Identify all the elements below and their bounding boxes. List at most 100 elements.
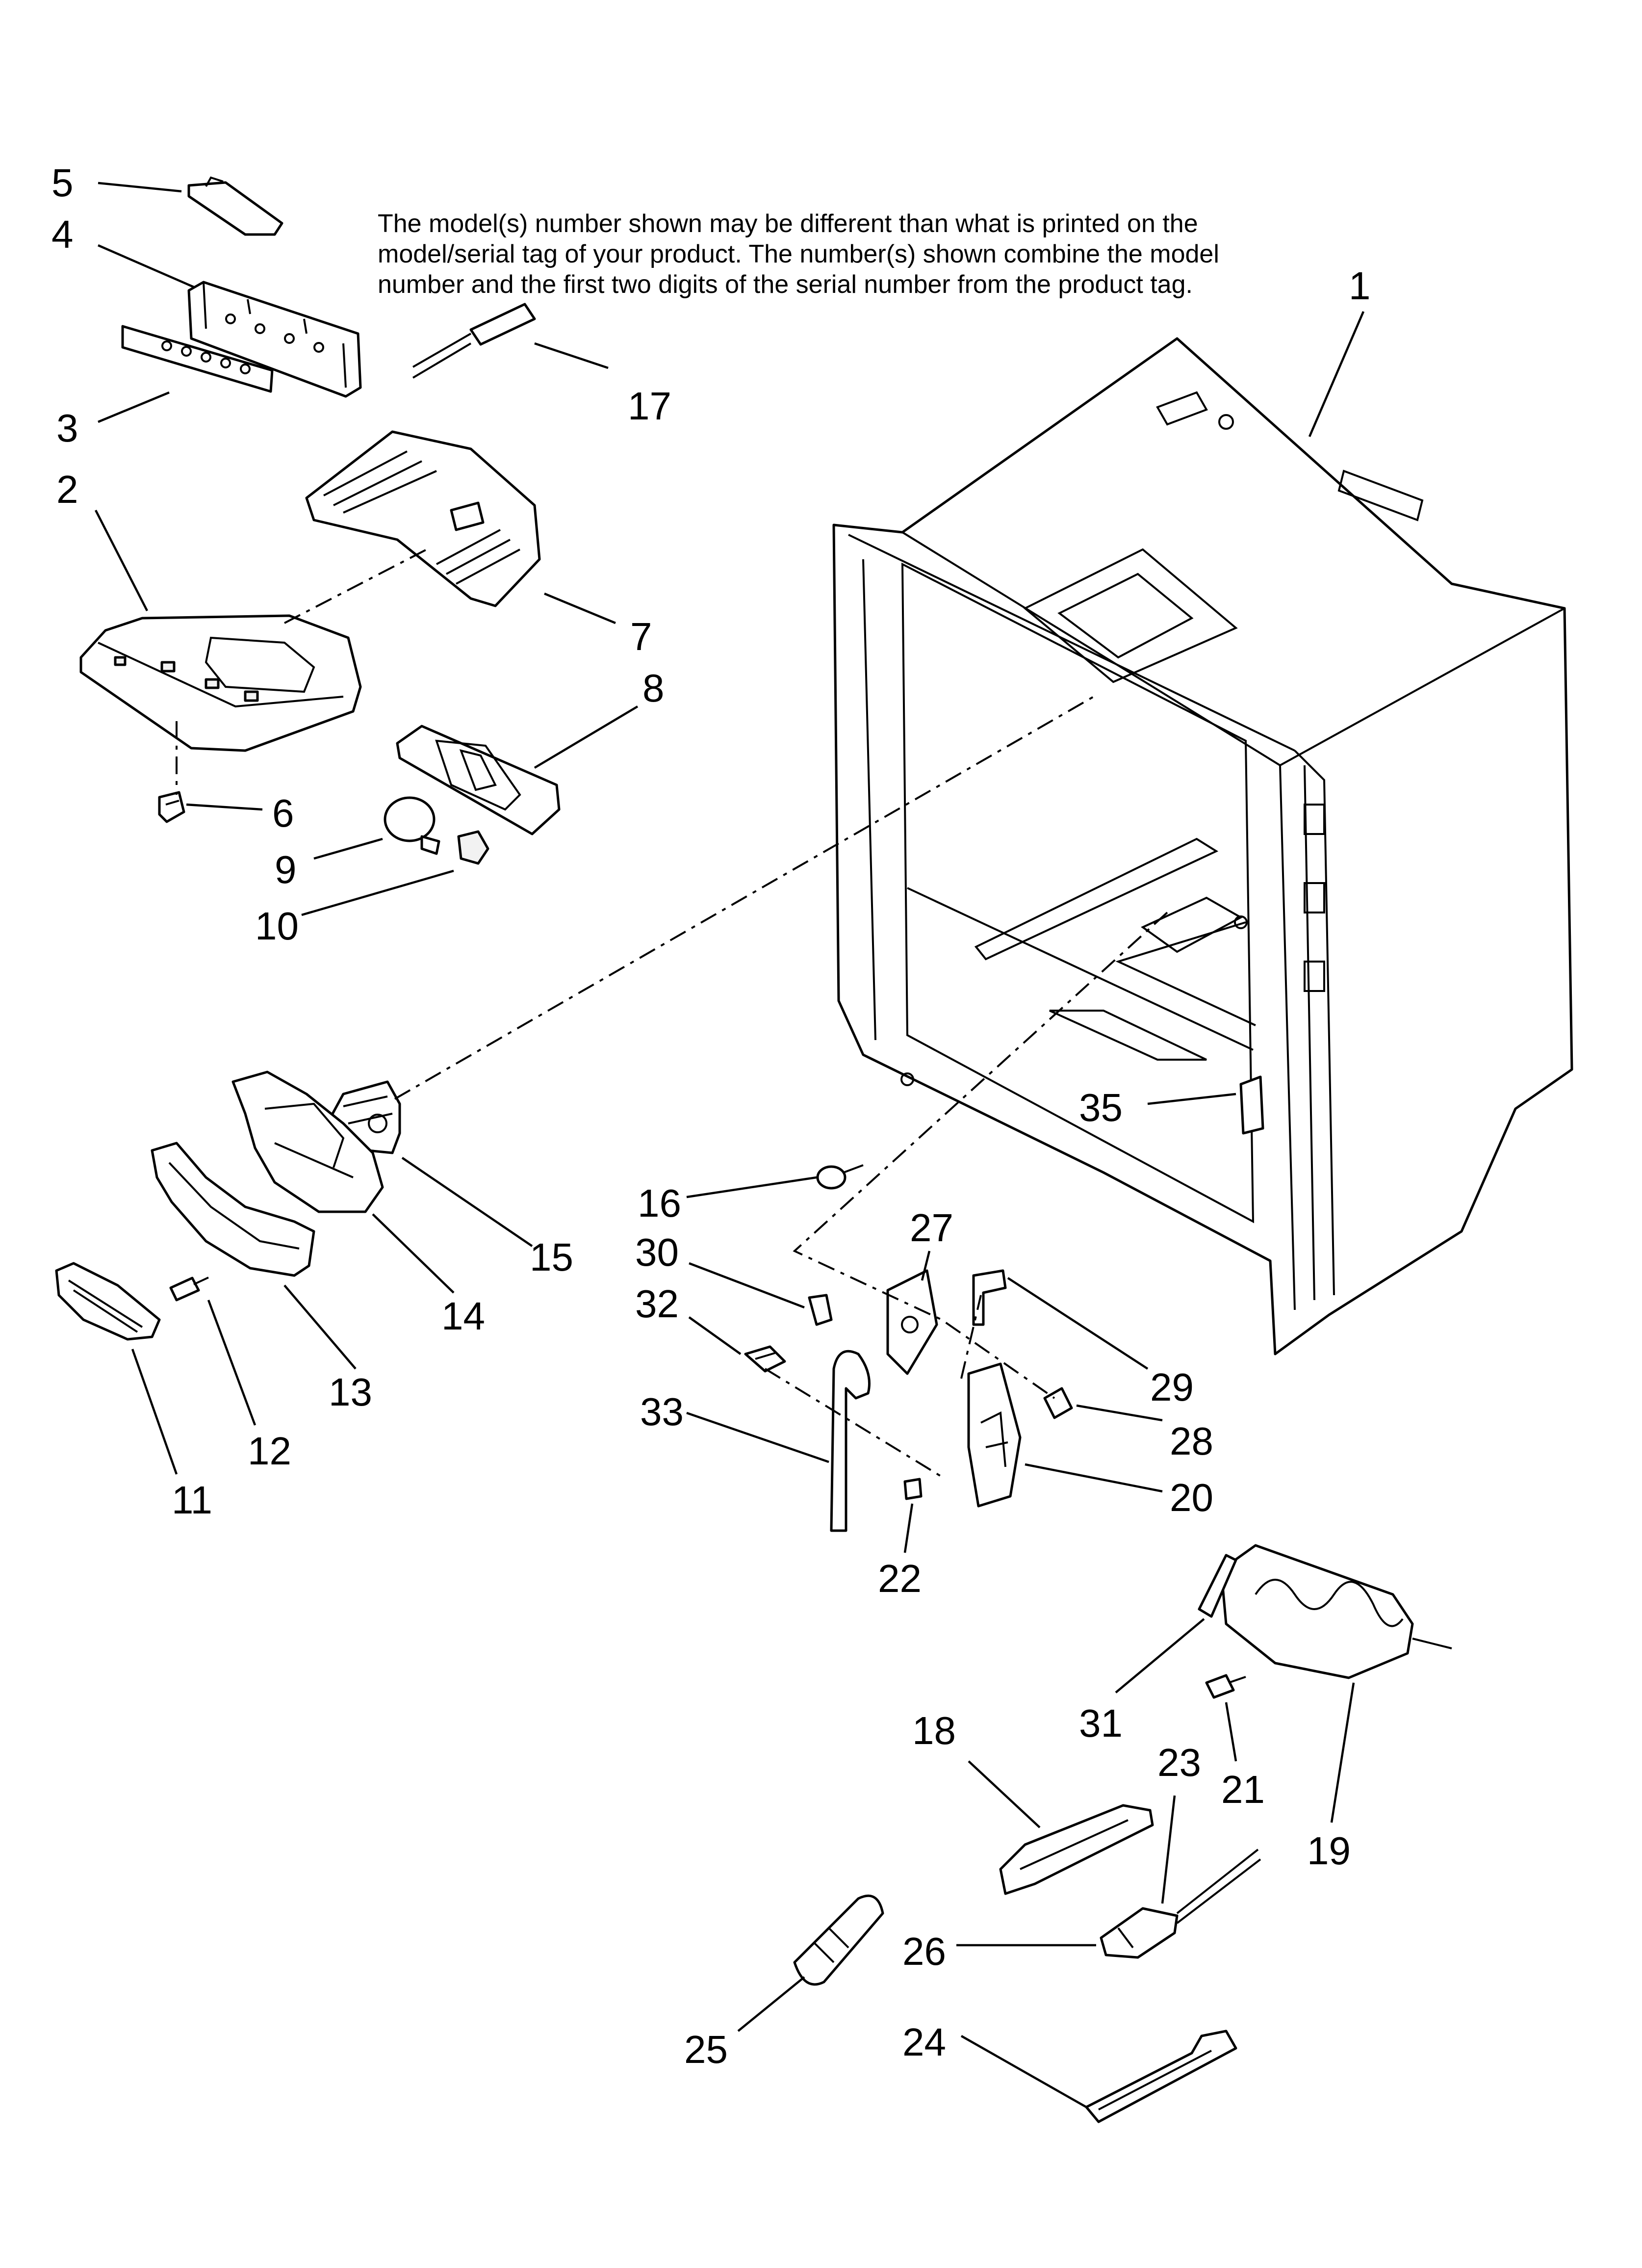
callout-30: 30 bbox=[635, 1230, 679, 1274]
callout-2: 2 bbox=[56, 468, 78, 511]
leader-23 bbox=[1161, 1795, 1176, 1904]
leader-11 bbox=[131, 1349, 178, 1475]
leader-1 bbox=[1308, 311, 1365, 437]
part-31-drawing bbox=[1198, 1554, 1237, 1618]
callout-15: 15 bbox=[530, 1235, 573, 1279]
callout-27: 27 bbox=[910, 1206, 953, 1250]
part-1-liner-drawing bbox=[832, 337, 1573, 1356]
leader-14 bbox=[372, 1213, 455, 1294]
part-17-drawing bbox=[412, 303, 536, 379]
leader-18 bbox=[968, 1760, 1041, 1828]
part-23-drawing bbox=[1176, 1849, 1261, 1924]
part-16-drawing bbox=[816, 1164, 864, 1190]
notice-line-3: number and the first two digits of the s… bbox=[378, 270, 1193, 299]
callout-18: 18 bbox=[912, 1709, 956, 1752]
part-27-drawing bbox=[886, 1269, 938, 1375]
callout-32: 32 bbox=[635, 1282, 679, 1326]
part-26-drawing bbox=[1100, 1907, 1179, 1959]
part-13-drawing bbox=[151, 1142, 315, 1277]
leader-28 bbox=[1076, 1404, 1163, 1422]
leader-6 bbox=[186, 803, 263, 811]
part-2-drawing bbox=[79, 614, 362, 752]
leader-22 bbox=[903, 1503, 914, 1553]
part-4-drawing bbox=[187, 281, 362, 398]
callout-22: 22 bbox=[878, 1557, 922, 1600]
callout-4: 4 bbox=[51, 212, 74, 256]
callout-24: 24 bbox=[902, 2020, 946, 2064]
model-number-notice: The model(s) number shown may be differe… bbox=[378, 209, 1432, 300]
callout-29: 29 bbox=[1150, 1365, 1194, 1409]
callout-21: 21 bbox=[1221, 1768, 1265, 1811]
callout-13: 13 bbox=[329, 1370, 372, 1414]
callout-26: 26 bbox=[902, 1929, 946, 1973]
callout-numbers: 5 4 3 2 17 7 8 6 9 10 1 35 16 15 14 13 1… bbox=[51, 161, 1371, 2071]
callout-12: 12 bbox=[248, 1429, 291, 1473]
part-9-drawing bbox=[384, 796, 440, 855]
leader-4 bbox=[98, 244, 194, 288]
callout-31: 31 bbox=[1079, 1701, 1123, 1745]
part-32-drawing bbox=[744, 1345, 786, 1373]
callout-16: 16 bbox=[638, 1181, 681, 1225]
part-14-drawing bbox=[231, 1070, 384, 1213]
leader-31 bbox=[1115, 1618, 1205, 1694]
part-7-drawing bbox=[305, 430, 541, 607]
part-33-drawing bbox=[830, 1350, 871, 1532]
assembly-lines bbox=[176, 548, 1168, 1478]
part-25-drawing bbox=[793, 1894, 884, 1986]
callout-1: 1 bbox=[1349, 264, 1371, 308]
callout-25: 25 bbox=[684, 2028, 728, 2071]
part-29-drawing bbox=[972, 1269, 1007, 1326]
leader-5 bbox=[98, 182, 182, 193]
callout-19: 19 bbox=[1307, 1829, 1351, 1873]
leader-27 bbox=[921, 1251, 931, 1281]
callout-28: 28 bbox=[1170, 1419, 1213, 1463]
part-21-drawing bbox=[1205, 1674, 1246, 1699]
leader-32 bbox=[688, 1316, 742, 1355]
leader-12 bbox=[207, 1300, 257, 1426]
callout-7: 7 bbox=[630, 615, 652, 658]
callout-20: 20 bbox=[1170, 1476, 1213, 1519]
callout-35: 35 bbox=[1079, 1086, 1123, 1129]
part-28-drawing bbox=[1043, 1387, 1073, 1419]
callout-9: 9 bbox=[275, 848, 297, 891]
leader-35 bbox=[1147, 1093, 1236, 1105]
part-8-drawing bbox=[396, 725, 561, 835]
part-19-drawing bbox=[1220, 1544, 1452, 1679]
part-20-drawing bbox=[967, 1362, 1022, 1508]
callout-11: 11 bbox=[172, 1478, 212, 1522]
leader-9 bbox=[313, 837, 383, 860]
leader-24 bbox=[960, 2035, 1087, 2108]
part-30-drawing bbox=[808, 1294, 833, 1326]
leader-29 bbox=[1007, 1277, 1149, 1370]
callout-14: 14 bbox=[441, 1294, 485, 1338]
part-12-drawing bbox=[169, 1277, 209, 1302]
callout-5: 5 bbox=[51, 161, 74, 205]
callout-23: 23 bbox=[1157, 1741, 1201, 1784]
part-22-drawing bbox=[903, 1478, 923, 1500]
callout-10: 10 bbox=[255, 904, 299, 948]
callout-6: 6 bbox=[272, 791, 294, 835]
notice-line-2: model/serial tag of your product. The nu… bbox=[378, 240, 1219, 268]
leader-33 bbox=[686, 1411, 829, 1463]
callout-17: 17 bbox=[628, 384, 671, 428]
leader-arrows bbox=[94, 182, 1365, 2108]
leader-30 bbox=[689, 1262, 805, 1309]
part-18-drawing bbox=[999, 1804, 1154, 1895]
part-35-drawing bbox=[1239, 1075, 1264, 1135]
part-11-drawing bbox=[55, 1262, 161, 1341]
leader-13 bbox=[283, 1284, 357, 1370]
leader-16 bbox=[686, 1176, 817, 1199]
callout-3: 3 bbox=[56, 406, 78, 450]
leader-10 bbox=[301, 869, 454, 916]
notice-line-1: The model(s) number shown may be differe… bbox=[378, 209, 1198, 238]
part-5-drawing bbox=[187, 176, 283, 236]
leader-20 bbox=[1025, 1463, 1163, 1493]
part-24-drawing bbox=[1085, 2030, 1237, 2123]
leader-3 bbox=[98, 391, 170, 423]
part-10-drawing bbox=[457, 830, 489, 865]
part-6-drawing bbox=[158, 791, 185, 823]
leader-25 bbox=[737, 1976, 805, 2032]
callout-8: 8 bbox=[642, 666, 665, 710]
